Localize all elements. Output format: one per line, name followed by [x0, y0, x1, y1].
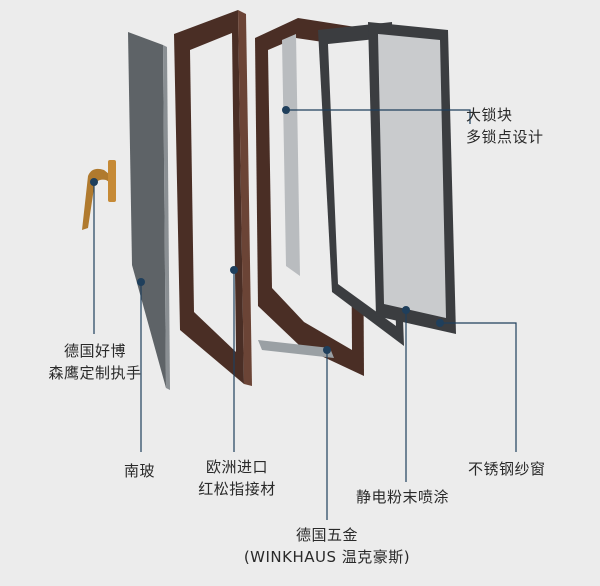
- label-hardware: 德国五金 (WINKHAUS 温克豪斯): [222, 524, 432, 568]
- label-lock-block: 大锁块 多锁点设计: [466, 104, 544, 148]
- dot-coating: [402, 306, 410, 314]
- callout-dots: [90, 106, 444, 354]
- glass-panel: [128, 32, 166, 388]
- leader-lock: [286, 109, 471, 124]
- label-handle: 德国好博 森鹰定制执手: [30, 340, 160, 384]
- label-screen: 不锈钢纱窗: [468, 460, 546, 478]
- label-wood-line2: 红松指接材: [198, 480, 276, 498]
- leader-screen: [440, 322, 517, 452]
- wood-frame-front: [174, 10, 252, 386]
- dot-lock: [282, 106, 290, 114]
- dot-screen: [436, 319, 444, 327]
- label-handle-line1: 德国好博: [63, 342, 126, 360]
- hardware-bar: [258, 340, 334, 358]
- label-hardware-line2: (WINKHAUS 温克豪斯): [243, 548, 411, 566]
- dot-wood: [230, 266, 238, 274]
- dot-glass: [137, 278, 145, 286]
- label-handle-line2: 森鹰定制执手: [48, 364, 142, 382]
- label-lock-block-line2: 多锁点设计: [466, 128, 544, 146]
- label-wood-line1: 欧洲进口: [205, 458, 268, 476]
- label-hardware-line1: 德国五金: [295, 526, 358, 544]
- screen-mesh-panel: [368, 22, 456, 334]
- dot-handle: [90, 178, 98, 186]
- dot-hardware: [323, 346, 331, 354]
- label-coating: 静电粉末喷涂: [356, 488, 450, 506]
- label-wood: 欧洲进口 红松指接材: [182, 456, 292, 500]
- label-glass: 南玻: [124, 462, 156, 480]
- glass-panel-edge: [163, 45, 170, 390]
- leader-lines: [93, 109, 517, 520]
- label-lock-block-line1: 大锁块: [466, 106, 513, 124]
- handle-icon: [82, 160, 116, 230]
